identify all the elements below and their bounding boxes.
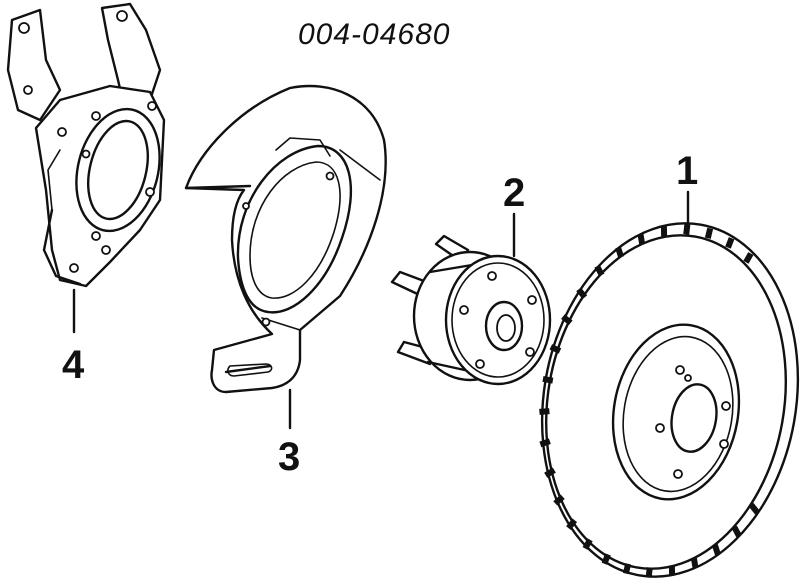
wheel-hub: [390, 212, 552, 386]
steering-knuckle: [6, 2, 166, 334]
rotor-vent-slot: [601, 553, 611, 565]
callout-4: 4: [62, 343, 85, 387]
rotor-vent-slot: [544, 467, 556, 478]
rotor-vent-slot: [748, 502, 760, 515]
rotor-vent-slot: [660, 226, 668, 237]
rotor-vent-slot: [542, 375, 554, 384]
rotor-vent-slots: [539, 224, 760, 578]
rotor-vent-slot: [582, 538, 593, 550]
rotor-vent-slot: [725, 237, 735, 249]
part-number-label: 004-04680: [298, 18, 450, 51]
rotor-vent-slot: [668, 565, 676, 576]
rotor-vent-slot: [690, 557, 699, 569]
rotor-vent-slot: [561, 314, 573, 326]
callout-2: 2: [503, 171, 525, 215]
rotor-vent-slot: [622, 563, 632, 575]
rotor-vent-slot: [743, 252, 754, 264]
callout-3: 3: [278, 435, 300, 479]
rotor-vent-slot: [553, 494, 565, 506]
brake-rotor: [539, 190, 800, 578]
rotor-vent-slot: [704, 227, 714, 239]
rotor-vent-slot: [576, 287, 588, 300]
rotor-vent-slot: [539, 408, 550, 415]
rotor-vent-slot: [731, 525, 742, 538]
callout-1: 1: [676, 149, 698, 193]
rotor-vent-slot: [549, 344, 562, 354]
rotor-vent-slot: [645, 567, 653, 578]
rotor-vent-slot: [712, 544, 721, 556]
rotor-vent-slot: [637, 233, 646, 245]
rotor-vent-slot: [615, 246, 624, 258]
dust-shield: [184, 84, 387, 430]
rotor-vent-slot: [594, 264, 605, 277]
rotor-vent-slot: [539, 438, 551, 448]
rotor-vent-slot: [566, 518, 578, 530]
